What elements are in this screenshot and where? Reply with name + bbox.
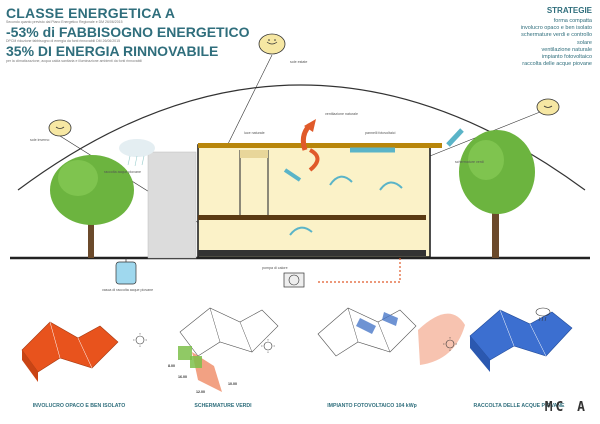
caption-fotovoltaico: IMPIANTO FOTOVOLTAICO 104 kWp [327,403,417,409]
shading-diagram [178,307,279,392]
air-flow-arrow [289,226,313,236]
caption-involucro: INVOLUCRO OPACO E BEN ISOLATO [32,403,126,409]
caption-acque: RACCOLTA DELLE ACQUE PIOVANE [473,403,565,409]
strategie-title: STRATEGIE [546,6,592,15]
classe-energetica-title: CLASSE ENERGETICA A [6,5,175,21]
neighbor-building [147,151,197,259]
label-raccolta: raccolta acque piovane [104,170,141,174]
pv-diagram [317,307,465,365]
time-label: 16.00 [178,375,187,379]
strategie-item: ventilazione naturale [541,46,592,53]
strategie-item: schermature verdi e controllo [521,32,592,39]
tree-right [459,130,535,258]
rinnovabile-note: per la climatizzazione, acqua calda sani… [6,59,142,63]
rain-cloud [119,139,155,157]
sun-icon [133,333,147,347]
fabbisogno-label: di FABBISOGNO ENERGETICO [42,24,250,40]
time-label: 10.00 [228,382,237,386]
ventilation-arrow [308,148,320,172]
label-pompa: pompa di calore [262,266,288,270]
time-label: 8.00 [168,364,175,368]
rainwater-diagram [469,309,573,372]
strategie-list: forma compatta involucro opaco e ben iso… [521,18,592,68]
label-schermature: schermature verdi [455,160,484,164]
classe-label: CLASSE ENERGETICA [6,5,162,21]
label-estate: sole estate [290,60,308,64]
sun-icon [258,33,286,55]
strategie-item: forma compatta [553,18,592,24]
geothermal-line [318,258,401,283]
caption-schermature: SCHERMATURE VERDI [194,403,252,409]
rain-cloud-icon [535,307,551,322]
sun-icon [48,119,72,137]
classe-note: Secondo quanto previsto dal Piano Energe… [6,20,123,24]
building-section [197,143,442,258]
strategie-item: impianto fotovoltaico [541,54,592,61]
sun-icon [261,339,275,353]
air-intake-arrow [283,168,302,182]
label-ventilazione: ventilazione naturale [325,112,358,116]
heat-pump [283,272,305,288]
rinnovabile-title: 35% DI ENERGIA RINNOVABILE [6,43,219,59]
strategie-item: raccolta delle acque piovane [522,61,592,68]
label-inverno: sole inverno [30,138,50,142]
air-intake-arrow [446,128,464,147]
fabbisogno-title: -53% di FABBISOGNO ENERGETICO [6,24,249,40]
label-vasca: vasca di raccolta acque piovane [102,288,154,292]
classe-grade: A [164,5,176,21]
water-tank [115,261,137,285]
time-label: 12.00 [196,390,205,394]
ventilation-arrowhead [304,119,316,132]
strategie-item: solare [577,39,592,46]
air-flow-arrow [329,175,353,186]
fabbisogno-note: DPCM riduzione fabbisogno di energia da … [6,39,121,43]
sun-icon [536,98,560,116]
mca-logo: MC A [544,400,588,415]
label-luce: luce naturale [244,131,265,135]
sun-ray [224,54,273,151]
label-pannelli: pannelli fotovoltaici [365,131,396,135]
strategie-item: involucro opaco e ben isolato [520,25,592,32]
sun-icon [443,337,457,351]
envelope-diagram [21,321,119,382]
fabbisogno-pct: -53% [6,24,39,40]
air-flow-arrow [379,181,403,191]
tree-left [50,155,134,258]
